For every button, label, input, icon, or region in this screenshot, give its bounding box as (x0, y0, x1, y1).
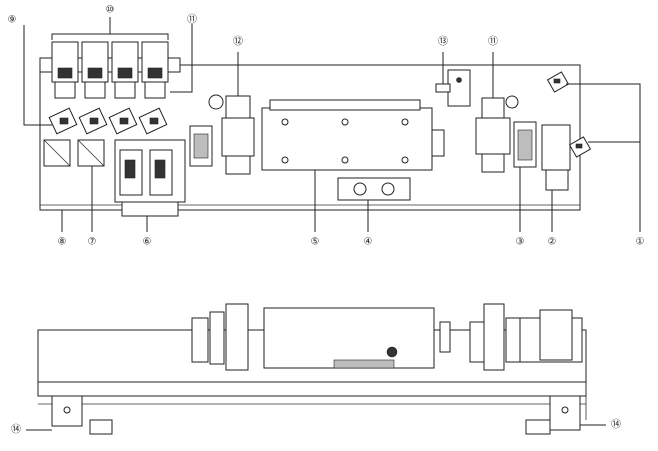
callout-5: ⑤ (311, 237, 320, 248)
callout-6: ⑥ (143, 237, 152, 248)
callout-11b: ⑪ (488, 36, 498, 48)
tilted-row-9 (48, 107, 168, 135)
callout-2: ② (548, 237, 557, 248)
parts-1 (546, 71, 592, 158)
callout-9: ⑨ (8, 15, 17, 26)
side-view (26, 303, 606, 435)
main-unit-5 (261, 99, 445, 171)
callout-14b: ⑭ (611, 419, 621, 431)
callout-10: ⑩ (106, 5, 115, 16)
side-main-unit (263, 307, 435, 369)
roller-11-right (475, 95, 519, 173)
top-view (23, 17, 641, 232)
callout-1: ① (636, 237, 645, 248)
callout-14a: ⑭ (11, 424, 21, 436)
callout-labels: ⑩ ⑪ ⑫ ⑬ ⑪ ⑨ ⑧ ⑦ ⑥ ⑤ ④ ③ ② ① ⑭ ⑭ (8, 5, 645, 436)
assembly-6 (114, 139, 186, 217)
callout-7: ⑦ (88, 237, 97, 248)
callout-11a: ⑪ (187, 14, 197, 26)
callout-8: ⑧ (58, 237, 67, 248)
box-2 (541, 124, 571, 171)
callout-13: ⑬ (438, 36, 448, 48)
device-13 (435, 69, 471, 107)
plate-4 (337, 177, 411, 201)
callout-12: ⑫ (233, 36, 243, 48)
callout-3: ③ (516, 237, 525, 248)
unit-row-10 (51, 41, 169, 99)
callout-4: ④ (364, 237, 373, 248)
